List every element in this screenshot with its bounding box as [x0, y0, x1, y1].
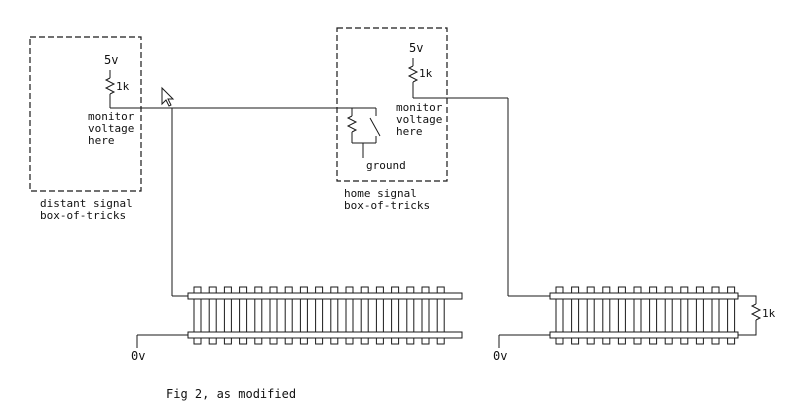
- track-left-sleeper: [239, 286, 248, 345]
- relay-contact-blade: [369, 117, 381, 137]
- figure-caption: Fig 2, as modified: [166, 387, 297, 401]
- track-right-sleeper: [664, 286, 673, 345]
- track-left-sleeper: [391, 286, 400, 345]
- track-left-sleeper: [330, 286, 339, 345]
- relay-resistor: [346, 115, 358, 133]
- track-end-resistor: [750, 303, 762, 321]
- home-resistor-label: 1k: [419, 67, 433, 80]
- track-right-end-wire: [738, 295, 757, 304]
- home-supply-label: 5v: [409, 41, 424, 55]
- track-left-sleeper: [315, 286, 324, 345]
- track-right-sleeper: [727, 286, 736, 345]
- track-left-sleeper: [375, 286, 384, 345]
- track-left-sleeper: [299, 286, 308, 345]
- home-monitor-label: monitor voltage here: [396, 101, 443, 138]
- home-resistor: [407, 65, 419, 83]
- home-box-caption: home signal box-of-tricks: [344, 187, 431, 212]
- track-end-resistor-label: 1k: [762, 307, 776, 320]
- track-right: [549, 286, 739, 345]
- track-right-sleeper: [711, 286, 720, 345]
- track-left-ground-label: 0v: [131, 349, 146, 363]
- track-right-ground-label: 0v: [493, 349, 508, 363]
- track-left: [187, 286, 463, 345]
- track-left-sleeper: [208, 286, 217, 345]
- track-left-sleeper: [421, 286, 430, 345]
- track-left-sleeper: [345, 286, 354, 345]
- track-right-sleeper: [617, 286, 626, 345]
- distant-resistor-label: 1k: [116, 80, 130, 93]
- home-signal-box: [336, 27, 448, 182]
- distant-monitor-label: monitor voltage here: [88, 110, 135, 147]
- track-left-sleeper: [436, 286, 445, 345]
- track-right-sleeper: [602, 286, 611, 345]
- track-left-rail-top: [187, 292, 463, 300]
- distant-signal-box: [29, 36, 142, 192]
- track-right-rail-bottom: [549, 331, 739, 339]
- track-left-sleeper: [269, 286, 278, 345]
- track-right-sleeper: [555, 286, 564, 345]
- home-ground-label: ground: [366, 159, 406, 172]
- track-left-sleeper: [223, 286, 232, 345]
- track-left-rail-bottom: [187, 331, 463, 339]
- track-left-sleeper: [254, 286, 263, 345]
- distant-box-caption: distant signal box-of-tricks: [40, 197, 133, 222]
- track-right-rail-top: [549, 292, 739, 300]
- track-right-end-wire-lower: [738, 320, 757, 336]
- track-left-sleeper: [406, 286, 415, 345]
- track-left-sleeper: [360, 286, 369, 345]
- track-right-sleeper: [680, 286, 689, 345]
- track-right-sleeper: [571, 286, 580, 345]
- track-left-sleeper: [284, 286, 293, 345]
- distant-resistor: [104, 77, 116, 95]
- distant-supply-label: 5v: [104, 53, 119, 67]
- cursor-arrow-icon: [161, 86, 175, 107]
- track-right-sleeper: [695, 286, 704, 345]
- track-right-sleeper: [633, 286, 642, 345]
- track-left-sleeper: [193, 286, 202, 345]
- track-right-sleeper: [649, 286, 658, 345]
- track-right-sleeper: [586, 286, 595, 345]
